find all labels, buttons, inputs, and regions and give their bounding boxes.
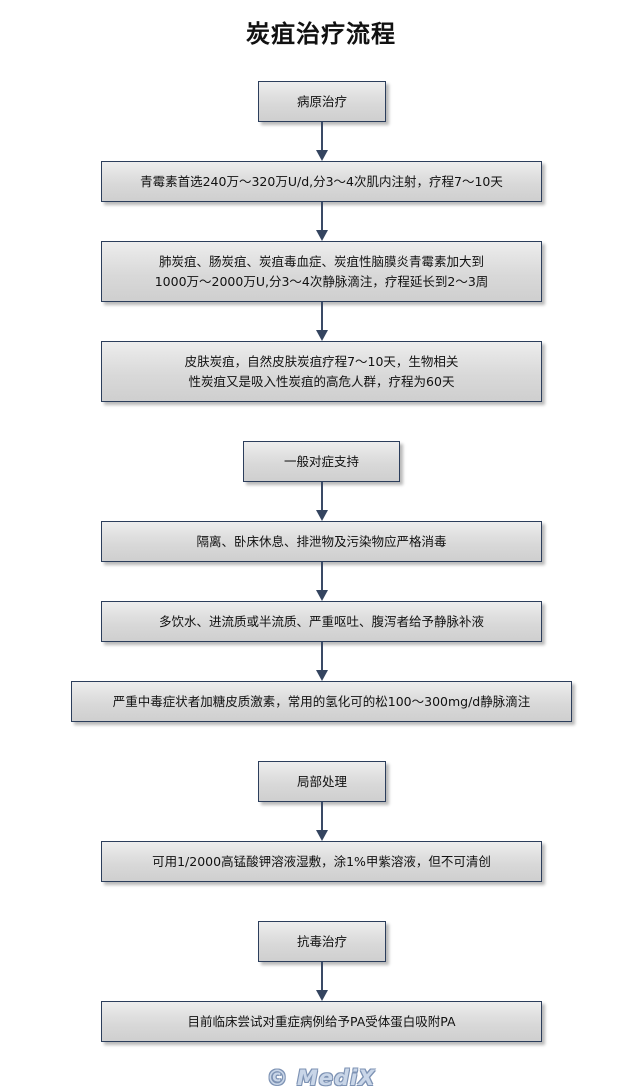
step-pa-receptor-protein: 目前临床尝试对重症病例给予PA受体蛋白吸附PA — [101, 1001, 542, 1042]
step-severe-anthrax-dose: 肺炭疽、肠炭疽、炭疽毒血症、炭疽性脑膜炎青霉素加大到 1000万～2000万U,… — [101, 241, 542, 302]
step-local-treatment-label: 局部处理 — [296, 773, 347, 789]
step-penicillin-first-choice: 青霉素首选240万～320万U/d,分3～4次肌内注射，疗程7～10天 — [101, 161, 542, 202]
arrow-down — [316, 302, 328, 341]
step-severe-anthrax-dose-line-2: 1000万～2000万U,分3～4次静脉滴注，疗程延长到2～3周 — [154, 273, 489, 289]
arrow-down — [316, 802, 328, 841]
arrow-down — [316, 122, 328, 161]
medix-watermark: © MediX — [266, 1066, 376, 1090]
step-corticosteroids: 严重中毒症状者加糖皮质激素，常用的氢化可的松100～300mg/d静脉滴注 — [71, 681, 572, 722]
step-local-treatment: 局部处理 — [258, 761, 386, 802]
step-isolation-rest: 隔离、卧床休息、排泄物及污染物应严格消毒 — [101, 521, 542, 562]
arrow-down — [316, 642, 328, 681]
step-isolation-rest-label: 隔离、卧床休息、排泄物及污染物应严格消毒 — [196, 533, 447, 549]
step-pathogen-treatment: 病原治疗 — [258, 81, 386, 122]
step-general-support-label: 一般对症支持 — [283, 453, 359, 469]
step-cutaneous-anthrax-line-1: 皮肤炭疽，自然皮肤炭疽疗程7～10天，生物相关 — [184, 353, 459, 369]
step-fluid-intake: 多饮水、进流质或半流质、严重呕吐、腹泻者给予静脉补液 — [101, 601, 542, 642]
step-fluid-intake-label: 多饮水、进流质或半流质、严重呕吐、腹泻者给予静脉补液 — [158, 613, 484, 629]
step-cutaneous-anthrax: 皮肤炭疽，自然皮肤炭疽疗程7～10天，生物相关 性炭疽又是吸入性炭疽的高危人群，… — [101, 341, 542, 402]
step-pa-receptor-protein-label: 目前临床尝试对重症病例给予PA受体蛋白吸附PA — [187, 1013, 456, 1029]
step-antitoxin-treatment: 抗毒治疗 — [258, 921, 386, 962]
arrow-down — [316, 482, 328, 521]
step-general-support: 一般对症支持 — [243, 441, 400, 482]
step-pathogen-treatment-label: 病原治疗 — [296, 93, 347, 109]
page-title: 炭疽治疗流程 — [246, 19, 396, 48]
step-wet-compress-label: 可用1/2000高锰酸钾溶液湿敷，涂1%甲紫溶液，但不可清创 — [152, 853, 491, 869]
step-penicillin-first-choice-label: 青霉素首选240万～320万U/d,分3～4次肌内注射，疗程7～10天 — [140, 173, 503, 189]
arrow-down — [316, 962, 328, 1001]
arrow-down — [316, 202, 328, 241]
step-corticosteroids-label: 严重中毒症状者加糖皮质激素，常用的氢化可的松100～300mg/d静脉滴注 — [112, 693, 531, 709]
step-cutaneous-anthrax-line-2: 性炭疽又是吸入性炭疽的高危人群，疗程为60天 — [188, 373, 455, 389]
step-antitoxin-treatment-label: 抗毒治疗 — [296, 933, 347, 949]
step-severe-anthrax-dose-line-1: 肺炭疽、肠炭疽、炭疽毒血症、炭疽性脑膜炎青霉素加大到 — [158, 253, 484, 269]
step-wet-compress: 可用1/2000高锰酸钾溶液湿敷，涂1%甲紫溶液，但不可清创 — [101, 841, 542, 882]
arrow-down — [316, 562, 328, 601]
